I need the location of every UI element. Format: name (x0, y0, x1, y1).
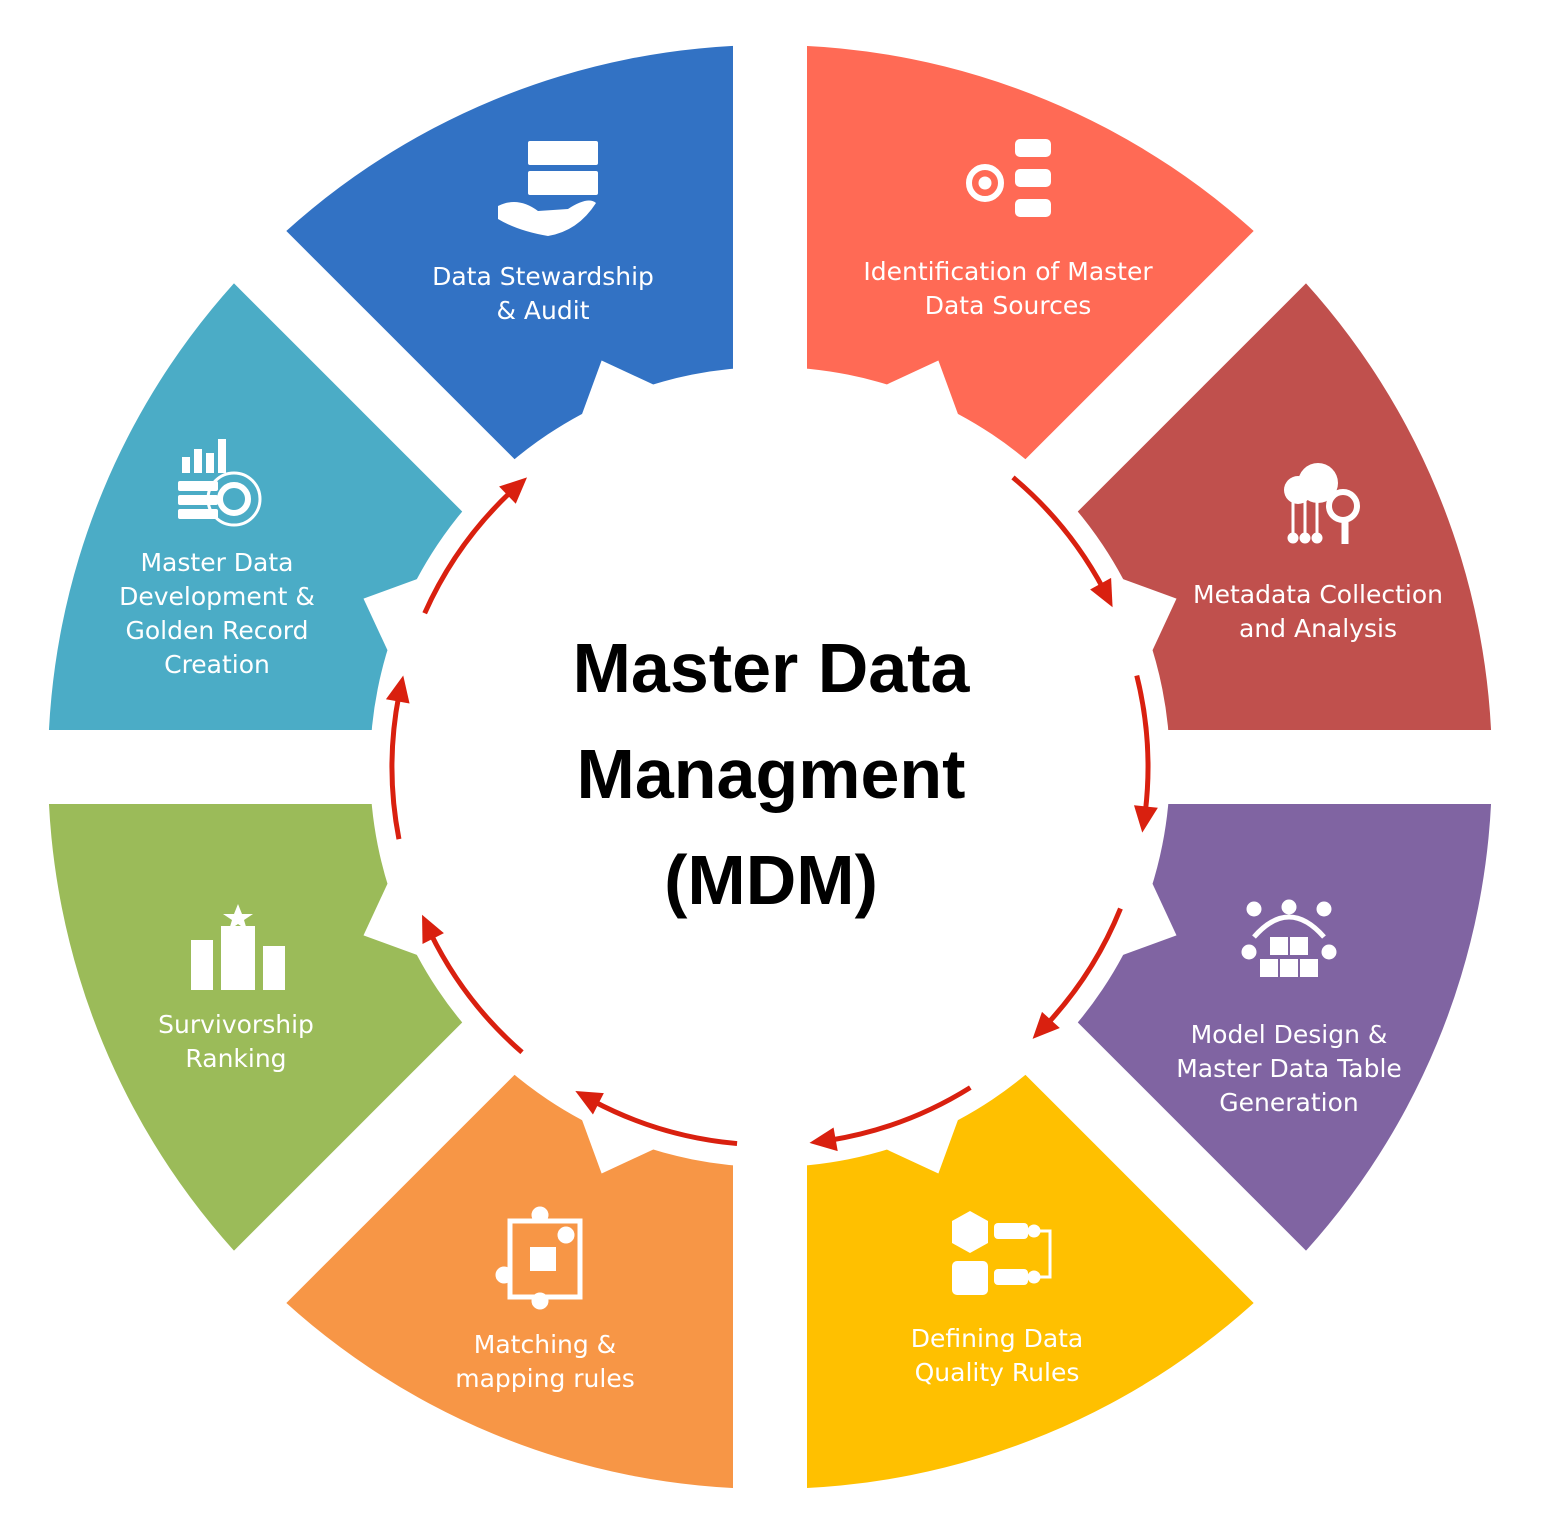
label-line: Master Data (140, 548, 294, 577)
cycle-arrow (422, 488, 514, 615)
label-line: Ranking (185, 1044, 287, 1073)
arrow-head (1090, 577, 1113, 608)
title-line-3: (MDM) (664, 841, 878, 919)
arrow-head (385, 675, 410, 704)
data-source-search-icon (966, 139, 1051, 217)
label-line: Identification of Master (863, 257, 1153, 286)
center-circle (378, 375, 1162, 1159)
center-title: Master Data Managment (MDM) (573, 615, 970, 933)
label-line: Metadata Collection (1193, 580, 1443, 609)
cycle-arrow (428, 931, 524, 1055)
arrow-head (809, 1127, 838, 1152)
label-line: & Audit (496, 296, 590, 325)
label-line: Golden Record (125, 616, 309, 645)
label-line: Generation (1219, 1088, 1359, 1117)
ranking-podium-icon (191, 904, 285, 990)
title-line-1: Master Data (572, 629, 970, 707)
label-line: Development & (119, 582, 315, 611)
label-matching: Matching & mapping rules (455, 1328, 635, 1396)
arrow-head (1032, 1011, 1060, 1039)
arrow-head (499, 477, 528, 504)
data-settings-icon (178, 439, 262, 527)
label-line: Matching & (473, 1330, 617, 1359)
arrow-head (422, 914, 444, 945)
flowchart-icon (495, 1206, 583, 1310)
label-stewardship: Data Stewardship & Audit (432, 260, 654, 328)
arrow-head (1133, 805, 1158, 833)
label-line: Data Sources (924, 291, 1092, 320)
label-line: mapping rules (455, 1364, 635, 1393)
label-line: Data Stewardship (432, 262, 654, 291)
label-line: Quality Rules (914, 1358, 1080, 1387)
label-line: Creation (164, 650, 270, 679)
cycle-arrow (389, 694, 402, 840)
model-cubes-icon (1241, 899, 1337, 977)
data-hand-icon (498, 141, 598, 236)
title-line-2: Managment (576, 735, 966, 813)
cloud-analysis-icon (1284, 463, 1360, 544)
label-line: Model Design & (1190, 1020, 1388, 1049)
quality-rules-icon (952, 1211, 1052, 1295)
label-metadata: Metadata Collection and Analysis (1193, 578, 1443, 646)
label-line: Master Data Table (1176, 1054, 1402, 1083)
cycle-arrow (1044, 907, 1123, 1027)
cycle-arrow (591, 1098, 738, 1147)
label-line: and Analysis (1239, 614, 1397, 643)
cycle-arrow (1134, 674, 1151, 814)
label-line: Survivorship (158, 1010, 314, 1039)
label-line: Defining Data (910, 1324, 1084, 1353)
cycle-arrow (828, 1085, 972, 1143)
arrow-head (575, 1091, 604, 1115)
cycle-arrow (1011, 475, 1106, 591)
